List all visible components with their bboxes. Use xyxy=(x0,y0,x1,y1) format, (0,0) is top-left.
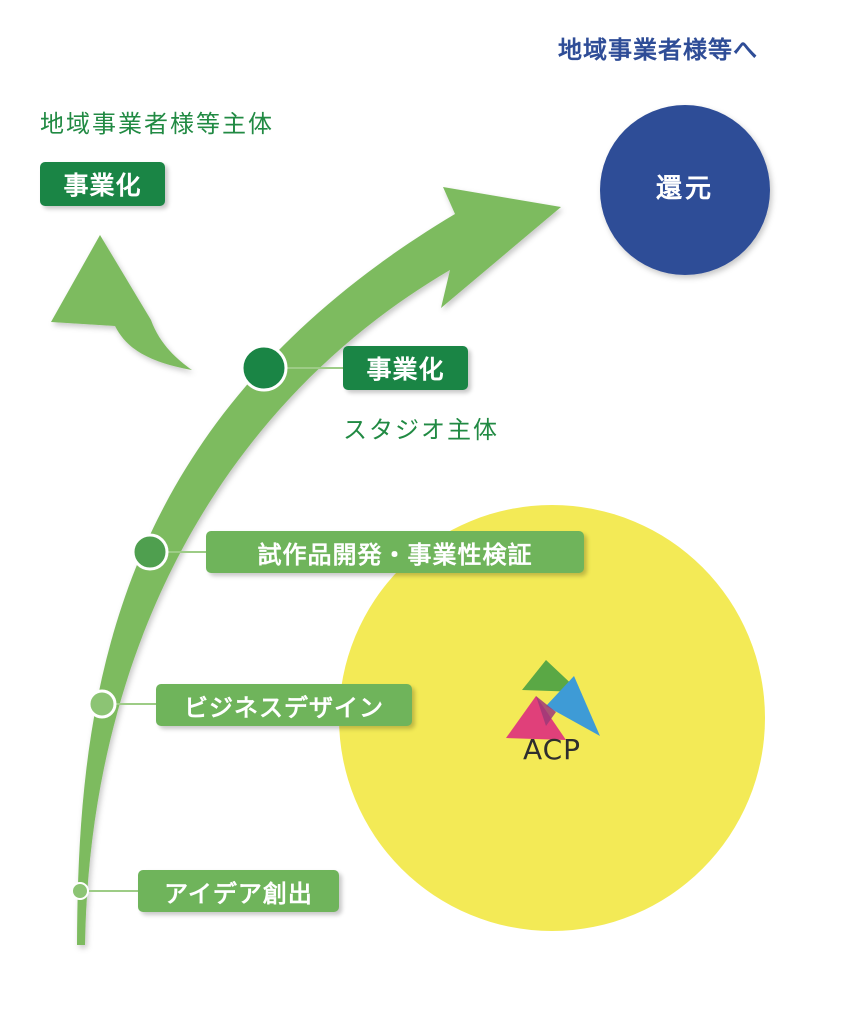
stage-badge-prototype-validation: 試作品開発・事業性検証 xyxy=(206,531,584,573)
acp-yellow-circle xyxy=(339,505,765,931)
studio-led-heading: スタジオ主体 xyxy=(343,416,499,444)
stage-badge-idea-creation: アイデア創出 xyxy=(138,870,339,912)
regional-led-heading: 地域事業者様等主体 xyxy=(40,110,274,138)
branch-arrow-icon xyxy=(51,235,192,370)
regional-commercialization-badge: 事業化 xyxy=(40,162,165,206)
growth-arrow-icon xyxy=(77,187,561,945)
stage-badge-business-design: ビジネスデザイン xyxy=(156,684,412,726)
regional-return-heading: 地域事業者様等へ xyxy=(558,36,758,64)
milestone-dot-prototype xyxy=(131,533,169,571)
return-label: 還元 xyxy=(655,174,714,204)
acp-logo-text: ACP xyxy=(522,733,582,766)
return-circle xyxy=(600,105,770,275)
milestone-dot-business-design xyxy=(87,689,117,719)
milestone-dot-commercialization xyxy=(240,344,288,392)
acp-logo-icon xyxy=(506,660,600,740)
stage-badge-commercialization: 事業化 xyxy=(343,346,468,390)
milestone-dot-idea xyxy=(71,882,89,900)
